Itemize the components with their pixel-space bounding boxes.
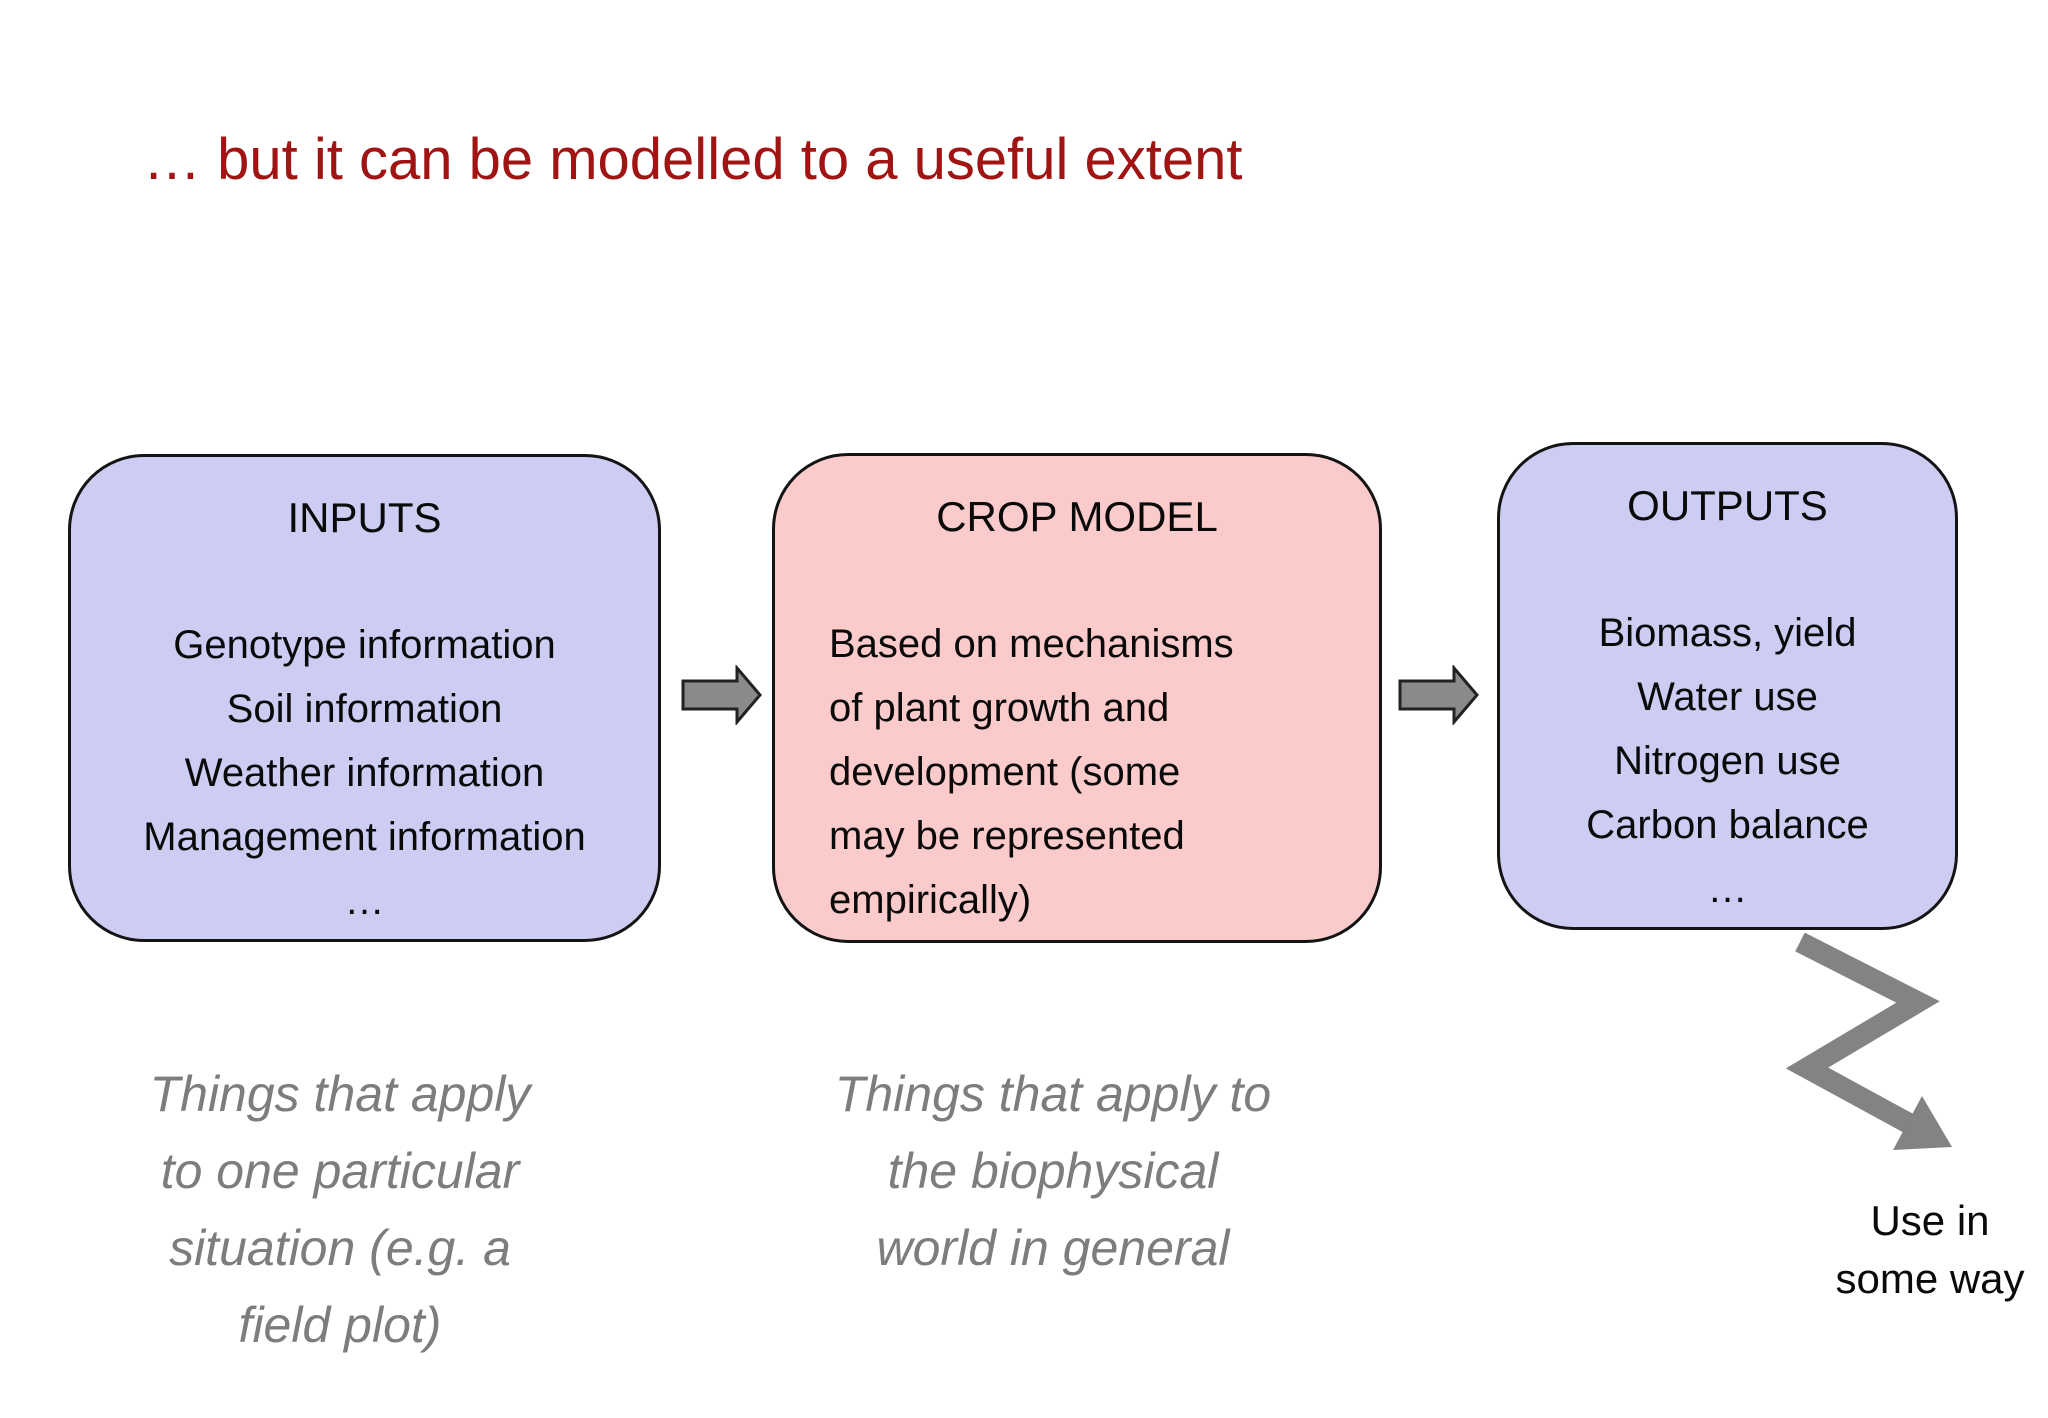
inputs-box-line: Soil information — [226, 687, 503, 731]
inputs-box-line: Weather information — [184, 751, 545, 795]
use-in-some-way-label: Use in some way — [1818, 1192, 2042, 1308]
crop-model-caption-line: world in general — [876, 1220, 1230, 1276]
outputs-box-heading: OUTPUTS — [1627, 482, 1828, 529]
crop-model-box: CROP MODEL Based on mechanisms of plant … — [772, 453, 1382, 943]
crop-model-caption: Things that apply to the biophysical wor… — [773, 1056, 1333, 1287]
inputs-caption-line: Things that apply — [149, 1066, 531, 1122]
inputs-box-body: Genotype information Soil information We… — [71, 613, 658, 933]
inputs-caption-line: to one particular — [160, 1143, 520, 1199]
right-block-arrow-icon — [1398, 665, 1479, 725]
inputs-box: INPUTS Genotype information Soil informa… — [68, 454, 661, 942]
crop-model-box-line: may be represented — [829, 814, 1185, 858]
outputs-box-line: Biomass, yield — [1598, 611, 1857, 655]
crop-model-box-line: development (some — [829, 750, 1181, 794]
outputs-box-line: Water use — [1637, 675, 1818, 719]
slide-title: … but it can be modelled to a useful ext… — [143, 127, 1243, 192]
inputs-caption-line: field plot) — [238, 1297, 442, 1353]
outputs-box-line: Nitrogen use — [1614, 739, 1841, 783]
crop-model-caption-line: the biophysical — [887, 1143, 1219, 1199]
outputs-box-line: Carbon balance — [1586, 803, 1869, 847]
inputs-box-heading: INPUTS — [287, 494, 442, 541]
inputs-box-line: Management information — [143, 815, 586, 859]
outputs-box-line: … — [1707, 867, 1748, 911]
use-in-some-way-line: some way — [1835, 1255, 2025, 1302]
crop-model-box-line: Based on mechanisms — [829, 622, 1234, 666]
crop-model-box-line: empirically) — [829, 878, 1032, 922]
inputs-box-line: Genotype information — [173, 623, 556, 667]
crop-model-caption-line: Things that apply to — [834, 1066, 1272, 1122]
crop-model-box-heading: CROP MODEL — [936, 493, 1218, 540]
inputs-caption: Things that apply to one particular situ… — [60, 1056, 620, 1364]
inputs-caption-line: situation (e.g. a — [169, 1220, 511, 1276]
use-in-some-way-line: Use in — [1870, 1197, 1990, 1244]
outputs-box: OUTPUTS Biomass, yield Water use Nitroge… — [1497, 442, 1958, 930]
right-block-arrow-icon — [681, 665, 762, 725]
outputs-box-body: Biomass, yield Water use Nitrogen use Ca… — [1500, 601, 1955, 921]
crop-model-box-body: Based on mechanisms of plant growth and … — [775, 612, 1379, 932]
inputs-box-line: … — [344, 879, 385, 923]
crop-model-box-line: of plant growth and — [829, 686, 1170, 730]
